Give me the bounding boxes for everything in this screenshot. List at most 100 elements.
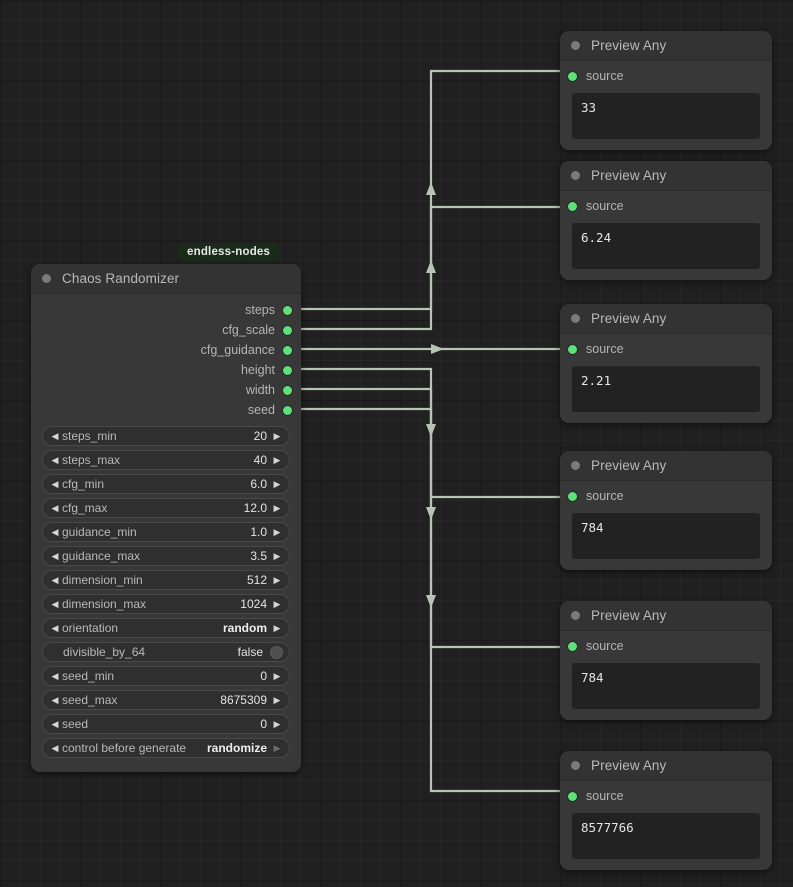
input-dot-icon[interactable] xyxy=(568,641,577,651)
node-header[interactable]: Preview Any xyxy=(560,601,772,631)
collapse-dot-icon[interactable] xyxy=(571,761,580,770)
widget-value[interactable]: 0 xyxy=(260,717,267,731)
output-slot-seed[interactable]: seed xyxy=(31,400,301,420)
widget-increment-arrow-icon[interactable]: ▶ xyxy=(273,502,281,513)
widget-increment-arrow-icon[interactable]: ▶ xyxy=(273,526,281,537)
widget-increment-arrow-icon[interactable]: ▶ xyxy=(273,478,281,489)
output-dot-icon[interactable] xyxy=(283,305,292,315)
widget-decrement-arrow-icon[interactable]: ◀ xyxy=(51,550,59,561)
output-slot-cfg-guidance[interactable]: cfg_guidance xyxy=(31,340,301,360)
widget-decrement-arrow-icon[interactable]: ◀ xyxy=(51,526,59,537)
widget-increment-arrow-icon[interactable]: ▶ xyxy=(273,550,281,561)
node-header[interactable]: Preview Any xyxy=(560,31,772,61)
node-header[interactable]: Chaos Randomizer xyxy=(31,264,301,294)
input-slot-source[interactable]: source xyxy=(560,191,772,221)
widget-value[interactable]: 6.0 xyxy=(250,477,267,491)
output-slot-cfg-scale[interactable]: cfg_scale xyxy=(31,320,301,340)
node-header[interactable]: Preview Any xyxy=(560,161,772,191)
output-dot-icon[interactable] xyxy=(283,365,292,375)
widget-value[interactable]: 1024 xyxy=(240,597,267,611)
widget-value[interactable]: 8675309 xyxy=(220,693,267,707)
widget-value[interactable]: 1.0 xyxy=(250,525,267,539)
collapse-dot-icon[interactable] xyxy=(571,41,580,50)
widget-increment-arrow-icon[interactable]: ▶ xyxy=(273,670,281,681)
input-slot-source[interactable]: source xyxy=(560,781,772,811)
collapse-dot-icon[interactable] xyxy=(571,171,580,180)
widget-decrement-arrow-icon[interactable]: ◀ xyxy=(51,478,59,489)
widget-decrement-arrow-icon[interactable]: ◀ xyxy=(51,670,59,681)
input-dot-icon[interactable] xyxy=(568,344,577,354)
input-slot-source[interactable]: source xyxy=(560,631,772,661)
output-slot-height[interactable]: height xyxy=(31,360,301,380)
widget-decrement-arrow-icon[interactable]: ◀ xyxy=(51,742,59,753)
widget-decrement-arrow-icon[interactable]: ◀ xyxy=(51,454,59,465)
input-dot-icon[interactable] xyxy=(568,791,577,801)
widget-increment-arrow-icon[interactable]: ▶ xyxy=(273,694,281,705)
widget-decrement-arrow-icon[interactable]: ◀ xyxy=(51,598,59,609)
toggle-knob-icon[interactable] xyxy=(270,645,283,659)
output-slot-width[interactable]: width xyxy=(31,380,301,400)
output-dot-icon[interactable] xyxy=(283,405,292,415)
node-header[interactable]: Preview Any xyxy=(560,451,772,481)
widget-decrement-arrow-icon[interactable]: ◀ xyxy=(51,718,59,729)
widget-value[interactable]: 3.5 xyxy=(250,549,267,563)
input-dot-icon[interactable] xyxy=(568,201,577,211)
widget-increment-arrow-icon[interactable]: ▶ xyxy=(273,622,281,633)
widget-value[interactable]: 512 xyxy=(246,573,267,587)
input-slot-source[interactable]: source xyxy=(560,61,772,91)
widget-increment-arrow-icon[interactable]: ▶ xyxy=(273,718,281,729)
widget-value[interactable]: 12.0 xyxy=(243,501,267,515)
widget-decrement-arrow-icon[interactable]: ◀ xyxy=(51,694,59,705)
widget-decrement-arrow-icon[interactable]: ◀ xyxy=(51,502,59,513)
input-dot-icon[interactable] xyxy=(568,71,577,81)
widget-value[interactable]: randomize xyxy=(206,741,267,755)
widget-value[interactable]: 0 xyxy=(260,669,267,683)
node-chaos-randomizer[interactable]: Chaos Randomizer steps cfg_scale cfg_gui… xyxy=(31,264,301,772)
collapse-dot-icon[interactable] xyxy=(571,314,580,323)
widget-increment-arrow-icon[interactable]: ▶ xyxy=(273,742,281,753)
widget-decrement-arrow-icon[interactable]: ◀ xyxy=(51,430,59,441)
widget-value[interactable]: 40 xyxy=(253,453,267,467)
widget-increment-arrow-icon[interactable]: ▶ xyxy=(273,430,281,441)
widget-value[interactable]: 20 xyxy=(253,429,267,443)
input-dot-icon[interactable] xyxy=(568,491,577,501)
output-dot-icon[interactable] xyxy=(283,325,292,335)
output-slot-steps[interactable]: steps xyxy=(31,300,301,320)
widget-decrement-arrow-icon[interactable]: ◀ xyxy=(51,574,59,585)
widget-increment-arrow-icon[interactable]: ▶ xyxy=(273,574,281,585)
widget-decrement-arrow-icon[interactable]: ◀ xyxy=(51,622,59,633)
widget-increment-arrow-icon[interactable]: ▶ xyxy=(273,454,281,465)
output-dot-icon[interactable] xyxy=(283,345,292,355)
input-slot-source[interactable]: source xyxy=(560,334,772,364)
input-slot-source[interactable]: source xyxy=(560,481,772,511)
widget-value[interactable]: false xyxy=(237,645,263,659)
node-header[interactable]: Preview Any xyxy=(560,751,772,781)
collapse-dot-icon[interactable] xyxy=(571,611,580,620)
node-header[interactable]: Preview Any xyxy=(560,304,772,334)
widget-increment-arrow-icon[interactable]: ▶ xyxy=(273,598,281,609)
collapse-dot-icon[interactable] xyxy=(571,461,580,470)
collapse-dot-icon[interactable] xyxy=(42,274,51,283)
widget-value[interactable]: random xyxy=(222,621,267,635)
output-dot-icon[interactable] xyxy=(283,385,292,395)
